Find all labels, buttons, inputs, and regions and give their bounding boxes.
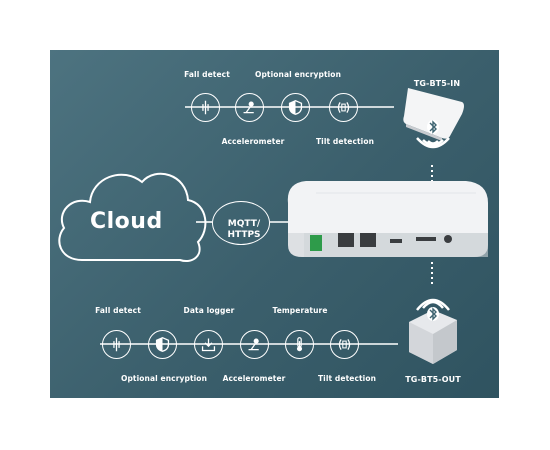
sensor-out-label: TG-BT5-OUT xyxy=(405,375,461,384)
encryption-circle-top xyxy=(281,93,310,122)
accelerometer-icon xyxy=(248,338,259,351)
fall-detect-circle-bottom xyxy=(102,330,131,359)
protocol-label: MQTT/ HTTPS xyxy=(220,219,268,241)
gateway-device xyxy=(287,181,488,257)
tilt-icon xyxy=(337,102,350,113)
cloud-shape xyxy=(58,172,207,262)
data-logger-icon xyxy=(201,338,216,352)
label-tilt-detection-bottom: Tilt detection xyxy=(317,374,377,383)
accelerometer-circle-top xyxy=(235,93,264,122)
encryption-circle-bottom xyxy=(148,330,177,359)
accelerometer-icon xyxy=(243,101,254,114)
fall-detect-circle-top xyxy=(191,93,220,122)
wireless-waves-top xyxy=(416,137,450,149)
label-fall-detect-bottom: Fall detect xyxy=(95,306,141,315)
tilt-icon xyxy=(338,339,351,350)
cloud-label: Cloud xyxy=(90,209,163,234)
label-fall-detect-top: Fall detect xyxy=(184,70,230,79)
sensor-in-device xyxy=(403,88,464,141)
shield-icon xyxy=(288,100,303,115)
bluetooth-icon-bottom xyxy=(427,307,439,321)
protocol-line-2: HTTPS xyxy=(227,230,261,240)
tilt-detection-circle-bottom xyxy=(330,330,359,359)
fall-detect-icon xyxy=(113,337,120,352)
label-data-logger-bottom: Data logger xyxy=(183,306,235,315)
wireless-waves-bottom xyxy=(416,298,450,311)
temperature-circle-bottom xyxy=(285,330,314,359)
protocol-line-1: MQTT/ xyxy=(227,219,261,229)
data-logger-circle-bottom xyxy=(194,330,223,359)
bluetooth-icon-top xyxy=(427,120,439,134)
fall-detect-icon xyxy=(202,100,209,115)
label-optional-encryption-top: Optional encryption xyxy=(254,70,342,79)
protocol-node xyxy=(212,201,270,245)
accelerometer-circle-bottom xyxy=(240,330,269,359)
sensor-in-label: TG-BT5-IN xyxy=(413,79,461,88)
label-accelerometer-bottom: Accelerometer xyxy=(222,374,286,383)
tilt-detection-circle-top xyxy=(329,93,358,122)
sensor-out-device xyxy=(409,310,457,364)
label-optional-encryption-bottom: Optional encryption xyxy=(120,374,208,383)
label-accelerometer-top: Accelerometer xyxy=(221,137,285,146)
shield-icon xyxy=(155,337,170,352)
label-tilt-detection-top: Tilt detection xyxy=(315,137,375,146)
thermometer-icon xyxy=(296,337,303,352)
label-temperature-bottom: Temperature xyxy=(272,306,328,315)
